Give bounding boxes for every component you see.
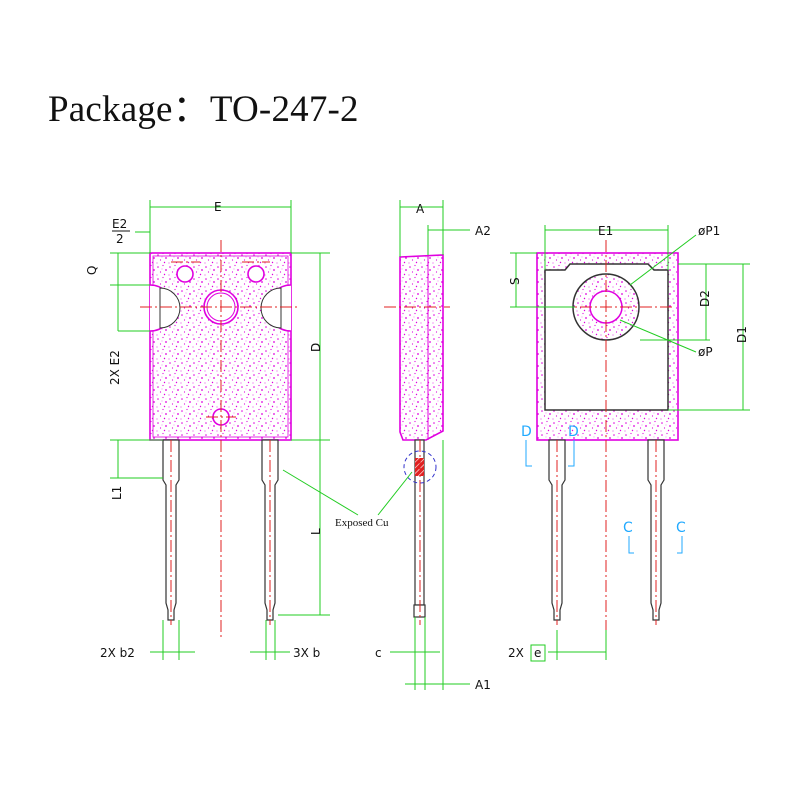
dim-A: A	[416, 202, 425, 216]
dim-E2-denominator: 2	[116, 232, 124, 246]
dim-L1: L1	[110, 486, 124, 500]
section-C-left: C	[623, 520, 633, 536]
dim-D: D	[309, 343, 323, 352]
dim-c: c	[375, 646, 382, 660]
side-lead	[403, 439, 437, 625]
exposed-cu-label: Exposed Cu	[335, 517, 389, 529]
dim-P: øP	[698, 345, 713, 359]
dim-P1: øP1	[698, 224, 720, 238]
exposed-cu-callout: Exposed Cu	[282, 469, 413, 529]
dim-3x-b: 3X b	[293, 646, 320, 660]
dim-2x-b2: 2X b2	[100, 646, 135, 660]
dim-A1: A1	[475, 678, 491, 692]
dim-E1: E1	[598, 224, 613, 238]
page-title: Package：TO-247-2	[48, 89, 359, 130]
back-view: E1 S øP1 D2 D1 øP 2X e D D C C	[508, 224, 750, 662]
section-D-right: D	[568, 424, 579, 440]
section-mark-D: D D	[521, 424, 579, 467]
front-view: E E2 2 Q 2X E2 D L1 L 2X b2 3X b	[85, 200, 330, 660]
dim-E2-numerator: E2	[112, 217, 127, 231]
front-lead-right	[261, 439, 279, 625]
back-lead-right	[647, 439, 665, 625]
dim-D2: D2	[698, 290, 712, 307]
dim-2x-prefix: 2X	[508, 646, 524, 660]
dim-E: E	[214, 200, 222, 214]
dim-L: L	[309, 528, 323, 535]
back-lead-left	[548, 439, 566, 625]
front-lead-left	[162, 439, 180, 625]
section-C-right: C	[676, 520, 686, 536]
section-mark-C: C C	[623, 520, 686, 554]
dim-A2: A2	[475, 224, 491, 238]
dim-Q: Q	[85, 266, 99, 275]
side-view: A A2 c A1	[375, 200, 491, 692]
dim-e: e	[534, 646, 541, 660]
dim-D1: D1	[735, 326, 749, 343]
section-D-left: D	[521, 424, 532, 440]
dim-2x-E2: 2X E2	[108, 350, 122, 385]
side-body	[399, 254, 444, 441]
dim-S: S	[508, 277, 522, 285]
